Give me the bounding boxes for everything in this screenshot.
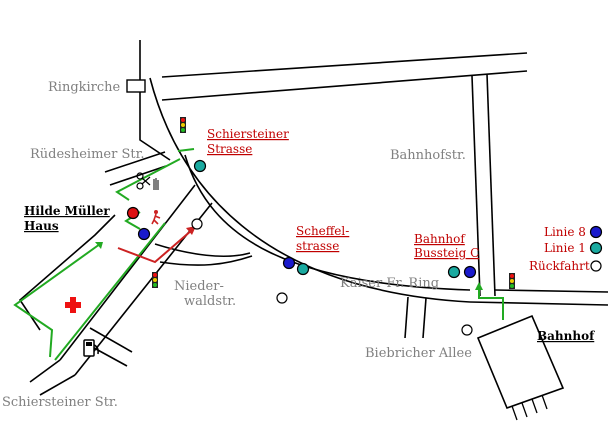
stop-label-bahnhof-2: Bussteig C <box>414 246 479 260</box>
place-label-hilde-mueller-1: Hilde Müller <box>24 204 110 218</box>
stop-label-schiersteiner-1: Schiersteiner <box>207 127 289 141</box>
legend-label-linie8: Linie 8 <box>544 225 586 239</box>
fuel-pump-icon <box>83 339 99 357</box>
traffic-light-icon <box>180 117 186 133</box>
hospital-cross-icon <box>65 297 81 313</box>
stop-linie8-marker <box>137 227 151 241</box>
stop-return-marker <box>276 292 288 304</box>
legend-swatch-linie1 <box>589 241 603 255</box>
stop-label-bahnhof-1: Bahnhof <box>414 232 466 246</box>
label-biebricher-allee: Biebricher Allee <box>365 346 472 361</box>
stop-linie1-marker <box>193 159 207 173</box>
label-niederwaldstr-2: waldstr. <box>184 294 236 309</box>
legend-swatch-linie8 <box>589 225 603 239</box>
stop-linie1-marker <box>447 265 461 279</box>
label-niederwaldstr-1: Nieder- <box>174 279 224 294</box>
street-network <box>18 40 609 396</box>
label-ruedesheimer-str: Rüdesheimer Str. <box>30 147 145 162</box>
bahnhof-building <box>476 314 565 421</box>
label-kaiser-fr-ring: Kaiser Fr. Ring <box>340 276 439 291</box>
hilde-mueller-haus-marker <box>126 206 140 220</box>
legend-label-rueckfahrt: Rückfahrt <box>529 259 590 273</box>
place-label-bahnhof: Bahnhof <box>537 329 595 343</box>
ringkirche-building <box>126 79 146 93</box>
person-walking-icon <box>151 210 161 225</box>
stop-return-marker <box>461 324 473 336</box>
stop-label-scheffel-2: strasse <box>296 239 339 253</box>
traffic-light-icon <box>509 273 515 289</box>
map-markers <box>126 159 477 336</box>
stop-linie1-marker <box>296 262 310 276</box>
label-schiersteiner-str: Schiersteiner Str. <box>2 395 118 410</box>
stop-linie8-marker <box>463 265 477 279</box>
stop-return-marker <box>191 218 203 230</box>
place-label-hilde-mueller-2: Haus <box>24 219 59 233</box>
traffic-light-icon <box>152 272 158 288</box>
legend-label-linie1: Linie 1 <box>544 241 586 255</box>
stop-linie8-marker <box>282 256 296 270</box>
stop-label-schiersteiner-2: Strasse <box>207 142 252 156</box>
hairdresser-scissors-icon <box>136 172 159 190</box>
label-ringkirche: Ringkirche <box>48 80 121 95</box>
label-bahnhofstr: Bahnhofstr. <box>390 148 466 163</box>
legend-swatch-rueckfahrt <box>590 260 602 272</box>
legend: Linie 8 Linie 1 Rückfahrt <box>529 225 603 273</box>
stop-label-scheffel-1: Scheffel- <box>296 224 349 238</box>
